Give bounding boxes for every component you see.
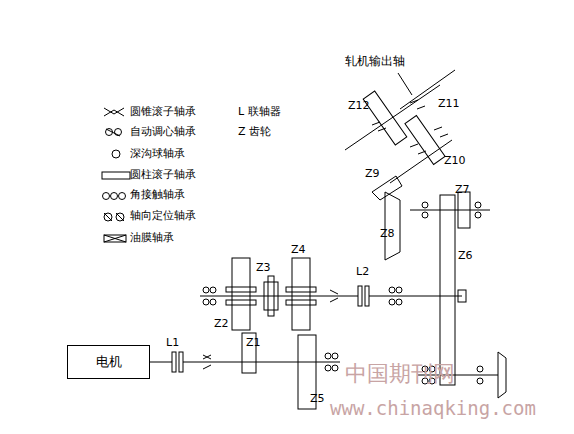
part-label: L2: [356, 266, 369, 278]
part-label: Z12: [348, 100, 370, 112]
legend-text: 自动调心轴承: [130, 126, 196, 138]
leader-line: [398, 73, 412, 95]
part-label: Z5: [310, 393, 325, 405]
output-train: [345, 70, 455, 200]
lower-shaft: [150, 333, 340, 409]
legend-text: 轴向定位轴承: [130, 210, 196, 222]
part-label: Z9: [365, 168, 380, 180]
part-label: Z3: [256, 262, 271, 274]
watermark: 中国期刊网: [345, 362, 455, 386]
legend-text: 圆锥滚子轴承: [130, 106, 196, 118]
legend-text: 深沟球轴承: [130, 148, 185, 160]
part-label: L1: [166, 337, 179, 349]
motor-label: 电机: [96, 353, 122, 371]
legend-text: L 联轴器: [238, 106, 281, 118]
shaft-label: 轧机输出轴: [345, 55, 405, 68]
legend-symbols: [102, 108, 130, 242]
legend-text: 圆柱滚子轴承: [130, 169, 196, 181]
watermark: www.chinaqking.com: [330, 398, 536, 419]
part-label: Z2: [214, 318, 229, 330]
part-label: Z8: [380, 228, 395, 240]
legend-text: 油膜轴承: [130, 232, 174, 244]
upper-shaft: [200, 258, 466, 330]
part-label: Z4: [291, 244, 306, 256]
part-label: Z7: [455, 184, 470, 196]
legend-text: 角接触轴承: [130, 189, 185, 201]
legend-text: Z 齿轮: [238, 126, 271, 138]
motor-box: 电机: [67, 345, 150, 379]
part-label: Z6: [458, 250, 473, 262]
part-label: Z1: [246, 337, 261, 349]
part-label: Z11: [438, 98, 460, 110]
part-label: Z10: [444, 155, 466, 167]
